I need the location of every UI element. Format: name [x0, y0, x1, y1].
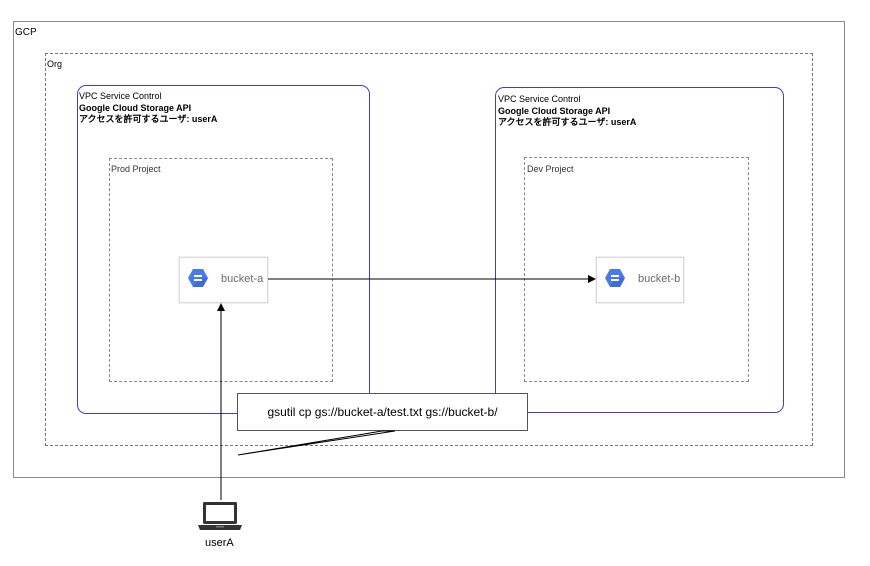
cloud-storage-icon — [605, 269, 625, 287]
vpc-service-control-b — [495, 87, 784, 413]
cloud-storage-icon — [188, 269, 208, 287]
gcp-boundary — [13, 21, 845, 478]
command-callout: gsutil cp gs://bucket-a/test.txt gs://bu… — [237, 393, 528, 431]
user-label: userA — [205, 537, 234, 549]
vpc-b-text: VPC Service Control Google Cloud Storage… — [498, 94, 636, 129]
vpc-service-control-a — [77, 85, 370, 414]
laptop-icon — [198, 502, 242, 530]
vpc-b-title: VPC Service Control — [498, 94, 581, 104]
dev-project-label: Dev Project — [527, 164, 574, 174]
dev-project-boundary — [524, 157, 749, 382]
vpc-a-text: VPC Service Control Google Cloud Storage… — [79, 91, 217, 126]
vpc-b-api: Google Cloud Storage API — [498, 105, 611, 116]
prod-project-label: Prod Project — [111, 164, 161, 174]
vpc-b-allowed-user: アクセスを許可するユーザ: userA — [498, 117, 637, 127]
vpc-a-allowed-user: アクセスを許可するユーザ: userA — [79, 114, 218, 124]
org-boundary — [45, 53, 813, 446]
gcp-label: GCP — [15, 27, 37, 38]
bucket-a-label: bucket-a — [221, 273, 264, 285]
bucket-b-label: bucket-b — [638, 273, 681, 285]
vpc-a-api: Google Cloud Storage API — [79, 102, 192, 113]
org-label: Org — [47, 59, 63, 69]
vpc-a-title: VPC Service Control — [79, 91, 162, 101]
